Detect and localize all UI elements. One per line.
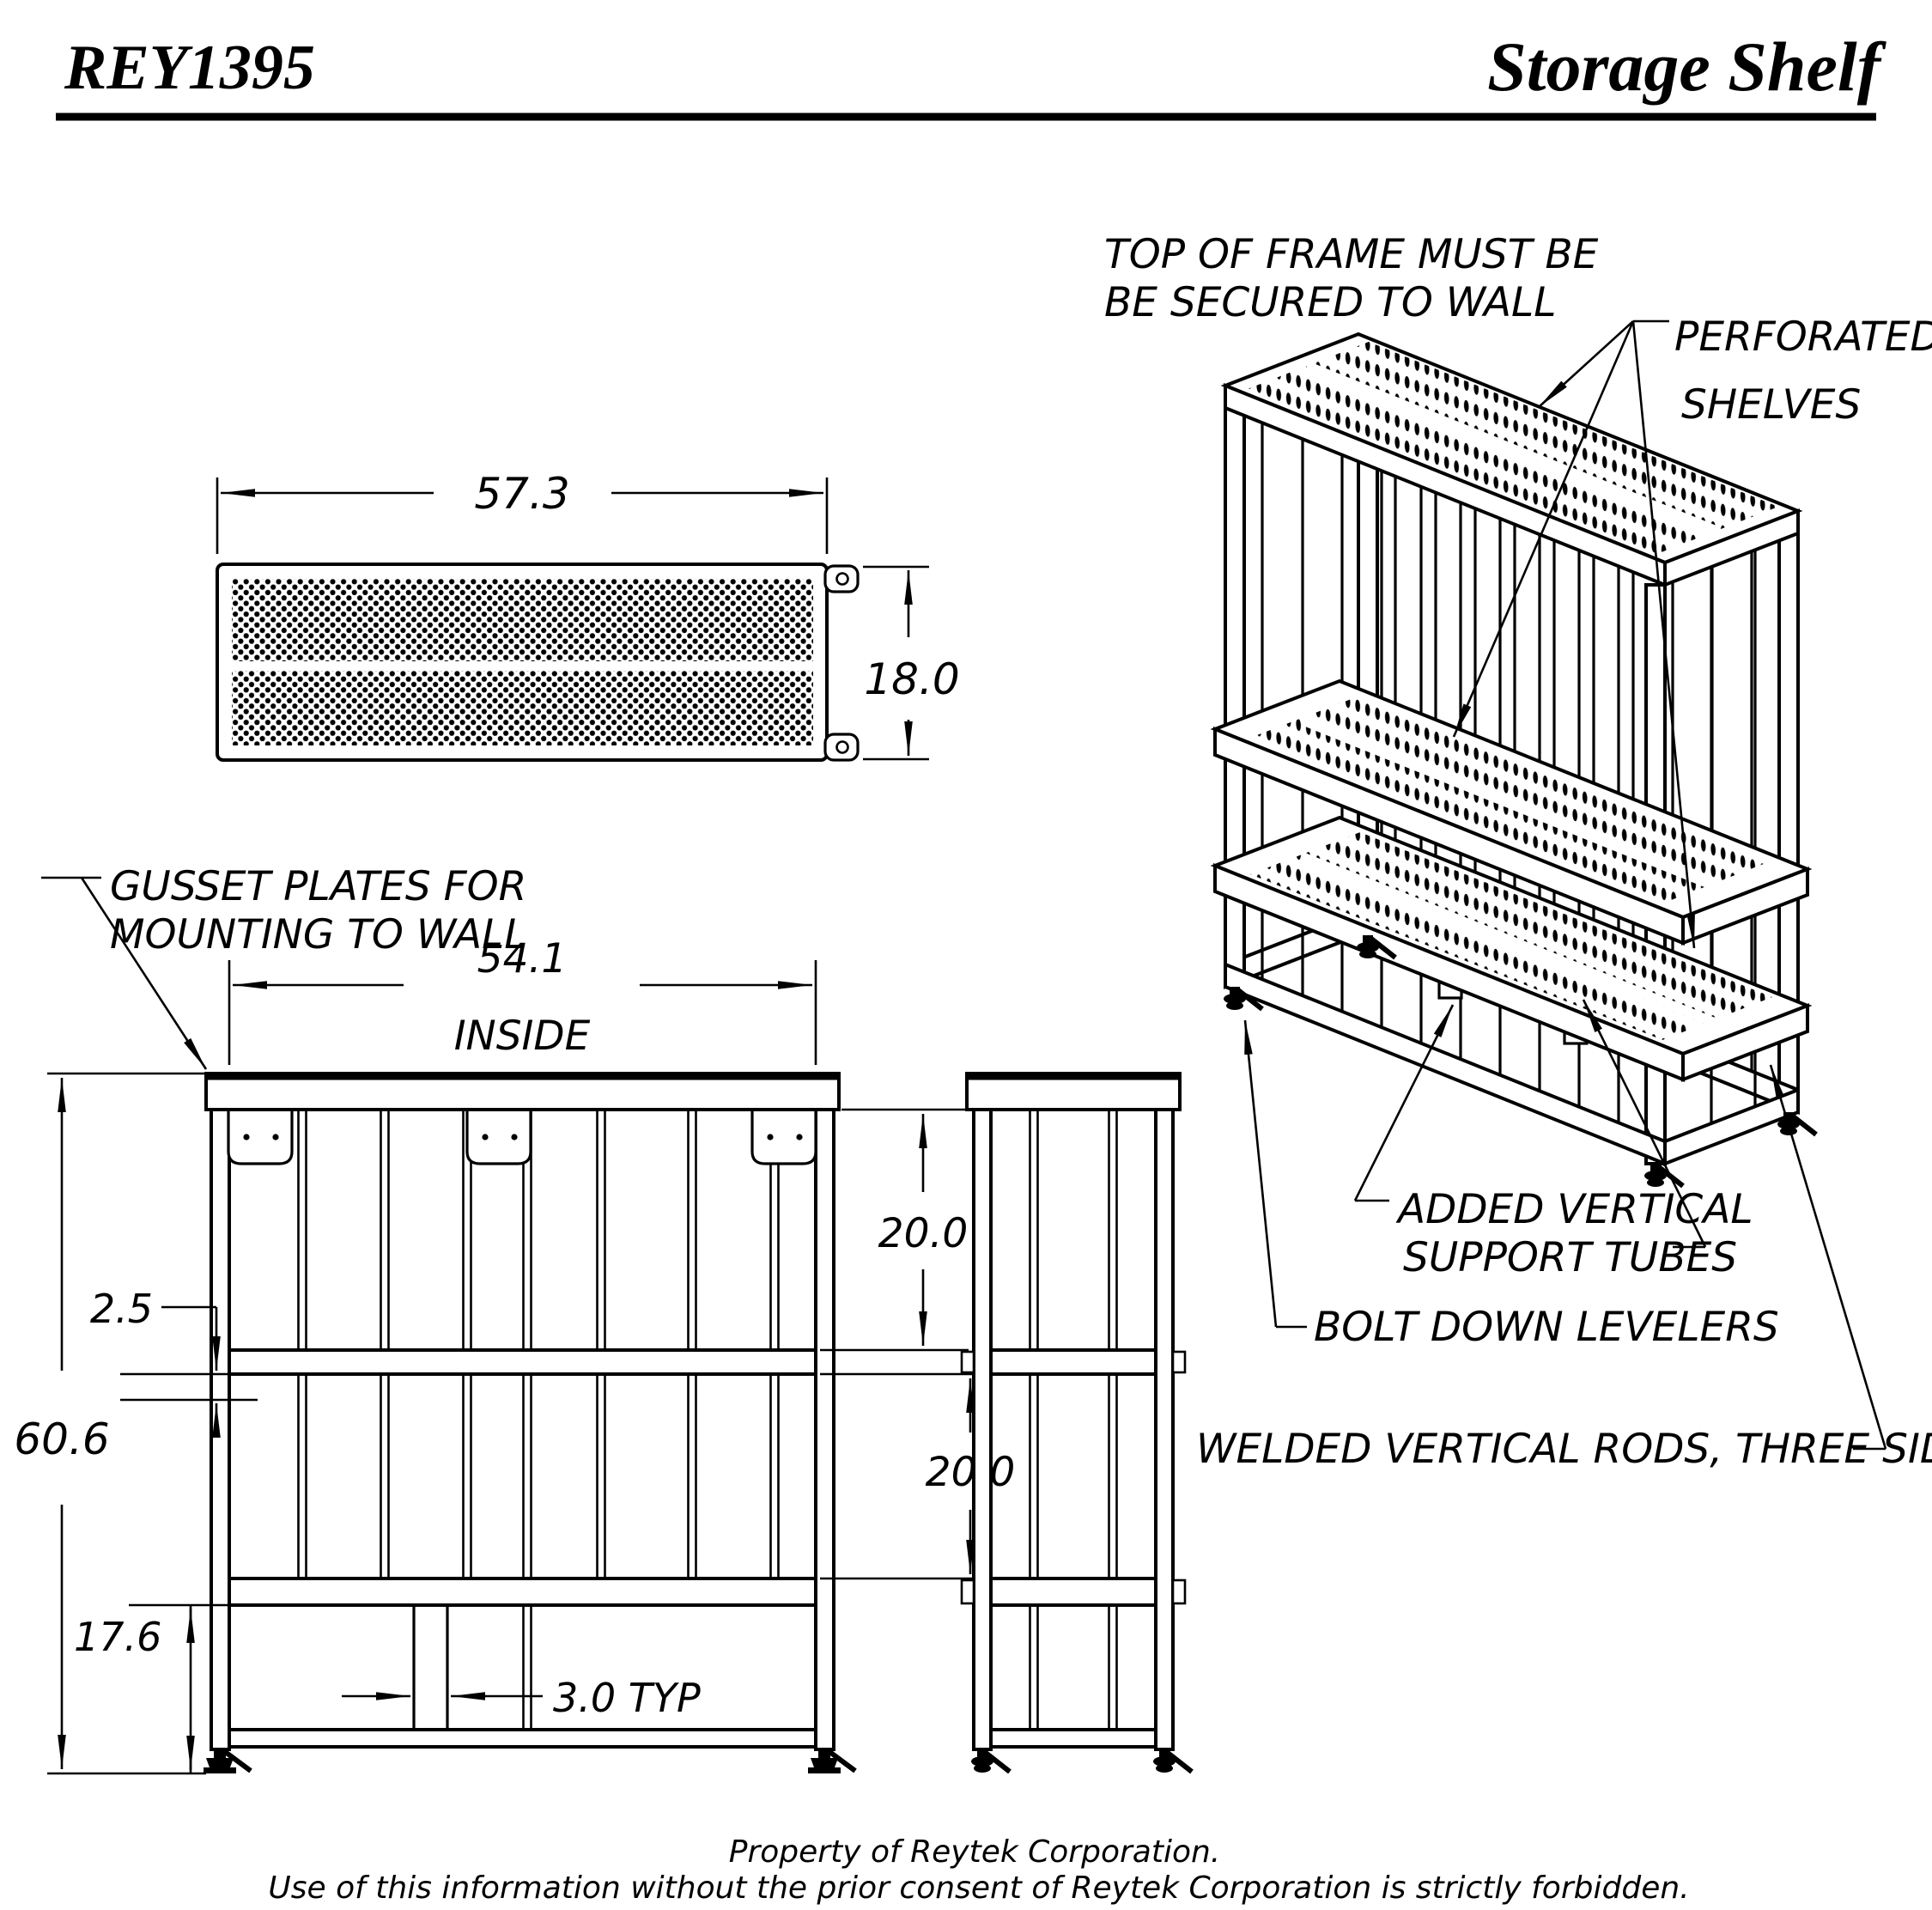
dim-inside-width-label: 54.1 [477, 935, 568, 982]
footer-line2: Use of this information without the prio… [268, 1870, 1689, 1906]
footer: Property of Reytek Corporation. Use of t… [268, 1834, 1689, 1906]
dim-overall-height: 60.6 [14, 1072, 206, 1775]
secure-note-line1: TOP OF FRAME MUST BE [1104, 231, 1599, 278]
drawing-title: Storage Shelf [1487, 27, 1887, 106]
dim-upper-spacing-label: 20.0 [878, 1210, 969, 1257]
side-left-post [972, 1108, 993, 1751]
isometric-view [1210, 332, 1816, 1187]
side-view [960, 1072, 1192, 1773]
perforated-note-line2: SHELVES [1681, 381, 1861, 429]
support-tubes-note: ADDED VERTICAL SUPPORT TUBES [1353, 999, 1753, 1281]
dim-top-width-label: 57.3 [474, 469, 569, 519]
dim-overall-height-label: 60.6 [14, 1414, 109, 1464]
side-left-leveler [971, 1749, 1010, 1773]
side-shelf-rail-1 [989, 1348, 1157, 1376]
dim-tube-width: 3.0 TYP [342, 1675, 701, 1721]
front-left-leveler [204, 1749, 251, 1773]
inside-label: INSIDE [454, 1013, 591, 1060]
iso-lower-shelf [1210, 815, 1813, 1082]
mounting-lug-upper [823, 564, 860, 593]
front-shelf-rail-1 [228, 1348, 817, 1376]
support-tubes-note-line2: SUPPORT TUBES [1403, 1234, 1737, 1281]
side-shelf-rail-2 [989, 1577, 1157, 1607]
support-tube-front [412, 1603, 449, 1731]
side-right-leveler [1153, 1749, 1192, 1773]
front-right-leveler [808, 1749, 855, 1773]
gusset-note: GUSSET PLATES FOR MOUNTING TO WALL [41, 863, 527, 1070]
gusset-note-line2: MOUNTING TO WALL [110, 911, 527, 958]
perforated-note-line1: PERFORATED [1674, 313, 1932, 361]
side-right-post [1154, 1108, 1175, 1751]
front-right-post [814, 1108, 835, 1751]
dim-lower-spacing-label: 20.0 [926, 1449, 1016, 1496]
welded-rods-note: WELDED VERTICAL RODS, THREE SIDES [1196, 1064, 1932, 1473]
side-bottom-rail [989, 1728, 1157, 1749]
perforation-band-lower [232, 671, 813, 745]
side-rods [1029, 1108, 1118, 1731]
dim-shelf-thickness: 2.5 [90, 1286, 258, 1438]
top-view: 57.3 18.0 [216, 469, 960, 762]
dim-lower-spacing: 20.0 [820, 1372, 1016, 1580]
gusset-plates [227, 1111, 817, 1165]
iso-front-right-leveler [1644, 1164, 1683, 1187]
support-tubes-note-line1: ADDED VERTICAL [1395, 1186, 1753, 1233]
secure-note-line2: BE SECURED TO WALL [1104, 279, 1556, 326]
mounting-lug-lower [823, 733, 860, 762]
perforation-band-upper [232, 579, 813, 661]
dim-bottom-height-label: 17.6 [74, 1614, 161, 1660]
dim-shelf-thickness-label: 2.5 [90, 1286, 153, 1332]
dim-top-depth: 18.0 [863, 565, 960, 761]
secure-note: TOP OF FRAME MUST BE BE SECURED TO WALL [1104, 231, 1599, 326]
support-rod-bottom [522, 1603, 532, 1731]
iso-middle-shelf [1210, 678, 1813, 946]
front-bottom-rail [228, 1728, 817, 1749]
iso-top-shelf [1220, 332, 1803, 587]
dim-top-depth-label: 18.0 [864, 654, 959, 704]
dim-tube-width-label: 3.0 TYP [553, 1675, 701, 1721]
perforated-note: PERFORATED SHELVES [1452, 313, 1932, 949]
welded-rods-note-label: WELDED VERTICAL RODS, THREE SIDES [1196, 1426, 1932, 1473]
front-left-post [210, 1108, 231, 1751]
levelers-note: BOLT DOWN LEVELERS [1243, 1019, 1779, 1351]
front-view: 54.1 INSIDE GUSSET PLATES FOR MOUNTING T… [14, 863, 1015, 1773]
iso-bottom-rail-right-end [1663, 1087, 1800, 1166]
dim-upper-spacing: 20.0 [820, 1108, 969, 1352]
footer-line1: Property of Reytek Corporation. [729, 1834, 1220, 1870]
gusset-note-line1: GUSSET PLATES FOR [110, 863, 526, 910]
front-shelf-rail-2 [228, 1577, 817, 1607]
title-block: REY1395 Storage Shelf [56, 27, 1887, 121]
side-shelf-lips [960, 1350, 1187, 1605]
dim-top-width: 57.3 [216, 469, 829, 554]
levelers-note-label: BOLT DOWN LEVELERS [1314, 1304, 1779, 1351]
part-number: REY1395 [64, 33, 315, 103]
dim-bottom-height: 17.6 [74, 1603, 229, 1773]
iso-annotations: TOP OF FRAME MUST BE BE SECURED TO WALL … [1104, 231, 1932, 1473]
dim-inside-width: 54.1 INSIDE [228, 935, 817, 1065]
